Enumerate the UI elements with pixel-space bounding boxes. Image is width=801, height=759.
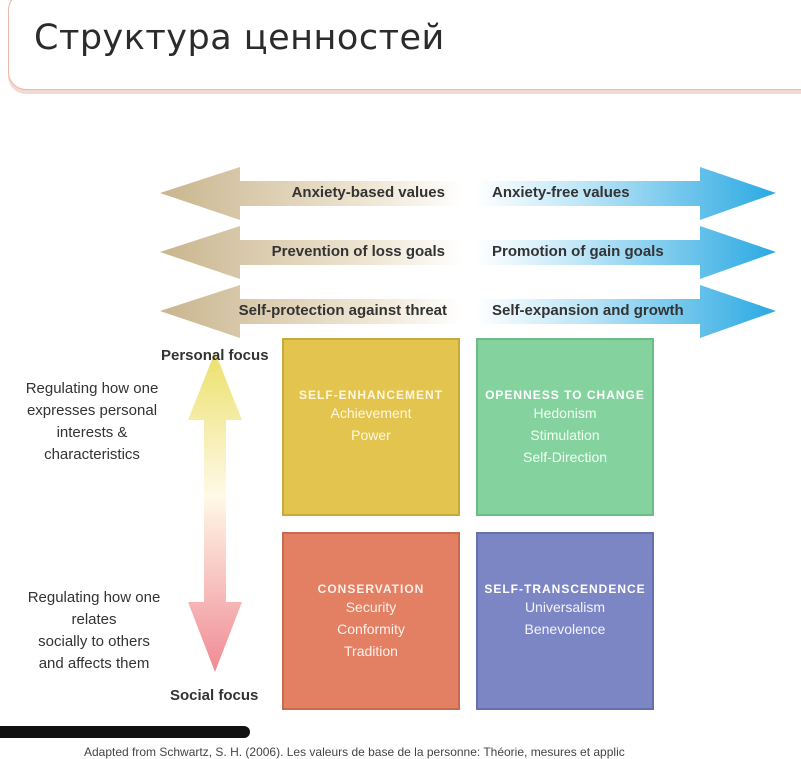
description-line: relates [71, 611, 117, 628]
description-line: and affects them [38, 655, 150, 672]
left-arrow-3 [160, 285, 462, 338]
quadrant-title: Openness to Change [485, 388, 645, 402]
arrow-label-left-2: Prevention of loss goals [271, 243, 445, 260]
quadrant-title: Conservation [317, 582, 425, 596]
quadrant-item: Benevolence [524, 621, 606, 637]
quadrant-item: Security [345, 599, 397, 615]
right-arrow-3 [476, 285, 776, 338]
description-line: socially to others [38, 633, 150, 650]
quadrant-conservation: Conservation Security Conformity Traditi… [282, 532, 460, 710]
right-arrow-2 [476, 226, 776, 279]
social-focus-description: Regulating how one relates socially to o… [14, 587, 174, 675]
arrow-label-right-2: Promotion of gain goals [492, 243, 664, 260]
description-line: interests & [56, 424, 128, 441]
quadrant-item: Hedonism [533, 405, 597, 421]
vertical-double-arrow [188, 352, 242, 672]
arrow-row-3 [160, 285, 776, 338]
quadrant-item: Power [351, 427, 391, 443]
horizontal-arrows [160, 167, 776, 338]
arrow-row-2 [160, 226, 776, 279]
title-card [8, 0, 801, 90]
description-line: Regulating how one [27, 589, 161, 606]
quadrant-item: Stimulation [530, 427, 600, 443]
source-citation: Adapted from Schwartz, S. H. (2006). Les… [84, 745, 625, 759]
quadrant-title: Self-Enhancement [299, 388, 443, 402]
quadrant-item: Achievement [330, 405, 412, 421]
quadrant-title: Self-Transcendence [484, 582, 646, 596]
quadrant-item: Tradition [344, 643, 398, 659]
page-title: Структура ценностей [34, 18, 445, 58]
social-focus-label: Social focus [170, 687, 259, 704]
arrow-label-right-1: Anxiety-free values [492, 184, 630, 201]
quadrant-self-transcendence: Self-Transcendence Universalism Benevole… [476, 532, 654, 710]
description-line: characteristics [44, 446, 140, 463]
scroll-progress-bar [0, 726, 250, 738]
quadrant-item: Conformity [337, 621, 405, 637]
left-arrow-1 [160, 167, 462, 220]
personal-focus-description: Regulating how one expresses personal in… [12, 378, 172, 466]
arrow-label-right-3: Self-expansion and growth [492, 302, 684, 319]
arrow-label-left-3: Self-protection against threat [238, 302, 447, 319]
description-line: Regulating how one [25, 380, 159, 397]
arrow-label-left-1: Anxiety-based values [291, 184, 445, 201]
quadrant-item: Universalism [524, 599, 606, 615]
quadrant-openness-to-change: Openness to Change Hedonism Stimulation … [476, 338, 654, 516]
quadrant-self-enhancement: Self-Enhancement Achievement Power [282, 338, 460, 516]
right-arrow-1 [476, 167, 776, 220]
quadrant-item: Self-Direction [522, 449, 608, 465]
arrow-row-1 [160, 167, 776, 220]
personal-focus-label: Personal focus [161, 347, 269, 364]
description-line: expresses personal [26, 402, 158, 419]
left-arrow-2 [160, 226, 462, 279]
